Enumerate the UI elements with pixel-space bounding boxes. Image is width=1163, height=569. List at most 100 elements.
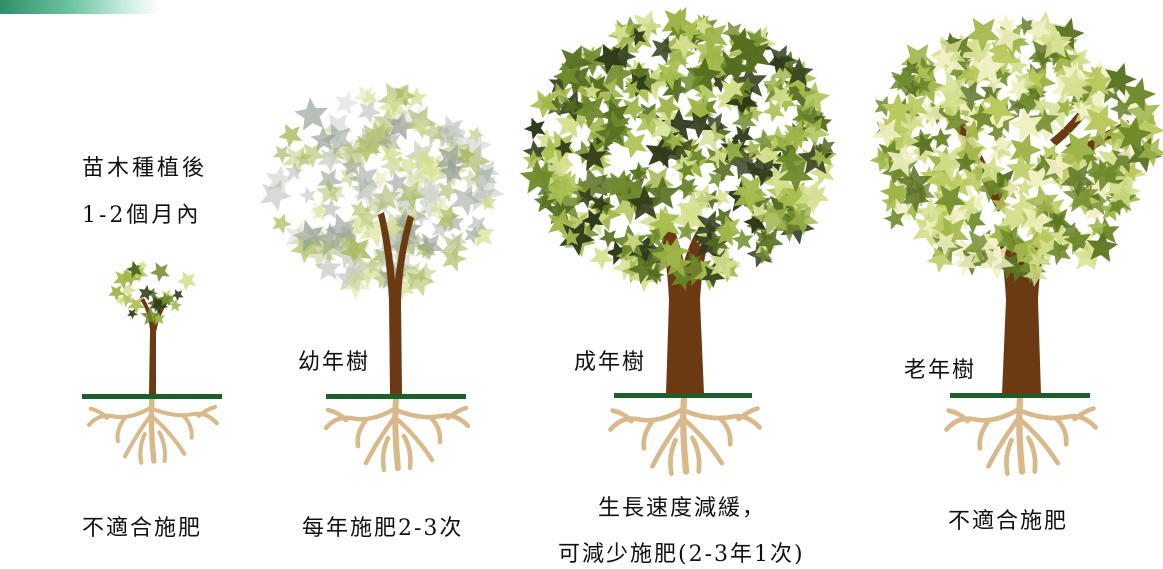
- mature-tree-ground-line: [614, 393, 752, 398]
- leaf-mark: [917, 102, 947, 130]
- leaf-mark: [389, 276, 415, 301]
- leaf-mark: [445, 120, 466, 142]
- root-strand: [196, 404, 218, 419]
- leaf-mark: [1006, 233, 1036, 265]
- root-strand: [977, 418, 991, 451]
- leaf-mark: [377, 91, 408, 123]
- leaf-mark: [347, 209, 373, 236]
- leaf-mark: [998, 203, 1032, 237]
- leaf-mark: [1048, 43, 1080, 74]
- leaf-mark: [450, 184, 482, 216]
- leaf-mark: [1073, 100, 1093, 122]
- leaf-mark: [1028, 251, 1047, 271]
- leaf-mark: [427, 202, 448, 223]
- leaf-mark: [420, 119, 446, 146]
- leaf-mark: [1048, 212, 1067, 231]
- leaf-mark: [1007, 96, 1027, 117]
- leaf-mark: [1087, 216, 1108, 237]
- leaf-mark: [968, 103, 996, 131]
- leaf-mark: [766, 193, 795, 222]
- leaf-mark: [348, 163, 378, 194]
- leaf-mark: [409, 144, 431, 168]
- leaf-mark: [676, 161, 695, 180]
- leaf-mark: [466, 215, 488, 237]
- leaf-mark: [624, 72, 650, 98]
- leaf-mark: [1058, 67, 1090, 101]
- leaf-mark: [981, 93, 1015, 127]
- leaf-mark: [309, 201, 328, 220]
- leaf-mark: [880, 178, 906, 205]
- leaf-mark: [1137, 137, 1163, 167]
- leaf-mark: [1015, 177, 1035, 197]
- stage-name-old-tree: 老年樹: [904, 358, 977, 383]
- leaf-mark: [387, 111, 416, 141]
- leaf-mark: [775, 92, 797, 113]
- leaf-mark: [317, 168, 343, 194]
- leaf-mark: [742, 138, 762, 160]
- seedling-ground-line: [82, 394, 222, 399]
- root-strand: [1016, 394, 1026, 475]
- leaf-mark: [887, 143, 920, 177]
- leaf-mark: [731, 109, 757, 135]
- leaf-mark: [1067, 48, 1092, 72]
- leaf-mark: [872, 119, 903, 149]
- leaf-mark: [784, 57, 814, 86]
- old-tree-ground-line: [950, 393, 1090, 398]
- leaf-mark: [776, 191, 795, 210]
- leaf-mark: [572, 140, 596, 165]
- root-strand: [1072, 406, 1096, 422]
- leaf-mark: [651, 35, 678, 64]
- leaf-mark: [340, 271, 371, 300]
- leaf-mark: [589, 246, 615, 271]
- leaf-mark: [636, 106, 667, 139]
- leaf-mark: [1101, 160, 1126, 185]
- leaf-mark: [886, 198, 913, 227]
- leaf-mark: [691, 183, 718, 211]
- leaf-mark: [1010, 133, 1042, 167]
- leaf-mark: [901, 59, 920, 79]
- leaf-mark: [562, 97, 582, 117]
- seedling-canopy: [108, 260, 197, 325]
- leaf-mark: [127, 308, 138, 320]
- leaf-mark: [358, 123, 393, 157]
- leaf-mark: [710, 73, 730, 93]
- leaf-mark: [436, 179, 459, 203]
- root-strand: [138, 431, 147, 465]
- leaf-mark: [711, 187, 731, 208]
- leaf-mark: [546, 82, 572, 110]
- leaf-mark: [676, 66, 706, 95]
- leaf-mark: [272, 213, 292, 234]
- leaf-mark: [731, 228, 754, 251]
- stage-advice-mature-tree-line-2: 可減少施肥(2-3年1次): [558, 542, 805, 567]
- leaf-mark: [752, 128, 777, 153]
- leaf-mark: [627, 185, 663, 221]
- leaf-mark: [784, 118, 813, 149]
- leaf-mark: [1012, 71, 1037, 95]
- leaf-mark: [1062, 177, 1099, 213]
- root-strand: [1017, 408, 1098, 430]
- leaf-mark: [554, 138, 573, 158]
- leaf-mark: [314, 254, 342, 280]
- leaf-mark: [897, 164, 932, 199]
- leaf-mark: [676, 191, 710, 224]
- root-strand: [395, 417, 435, 463]
- leaf-mark: [282, 145, 313, 175]
- leaf-mark: [353, 85, 377, 108]
- leaf-mark: [1045, 239, 1071, 266]
- leaf-mark: [804, 184, 829, 209]
- root-strand: [355, 417, 369, 449]
- leaf-mark: [344, 251, 374, 281]
- leaf-mark: [934, 71, 968, 106]
- root-strand: [650, 416, 685, 469]
- root-strand: [380, 435, 391, 473]
- leaf-mark: [338, 225, 358, 244]
- leaf-mark: [743, 209, 767, 235]
- leaf-mark: [464, 226, 482, 245]
- leaf-mark: [676, 220, 698, 242]
- leaf-mark: [797, 81, 831, 114]
- leaf-mark: [978, 245, 1015, 281]
- leaf-mark: [559, 220, 595, 257]
- leaf-mark: [303, 238, 336, 270]
- leaf-mark: [1125, 94, 1161, 129]
- leaf-mark: [618, 129, 648, 159]
